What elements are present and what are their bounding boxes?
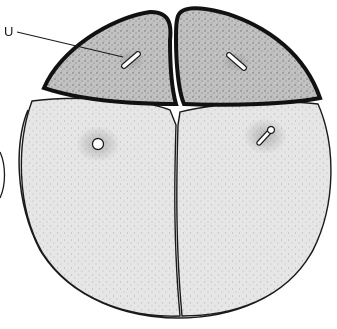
upper-left-micromere xyxy=(44,12,176,104)
adjacent-structure-edge xyxy=(0,152,5,198)
nucleus-upper-left xyxy=(117,50,145,70)
label-u-text: U xyxy=(4,24,13,39)
upper-right-micromere xyxy=(176,8,320,105)
nucleus-lower-left xyxy=(76,126,120,162)
nucleus-lower-right xyxy=(243,118,287,154)
nucleus-upper-right xyxy=(222,52,250,72)
